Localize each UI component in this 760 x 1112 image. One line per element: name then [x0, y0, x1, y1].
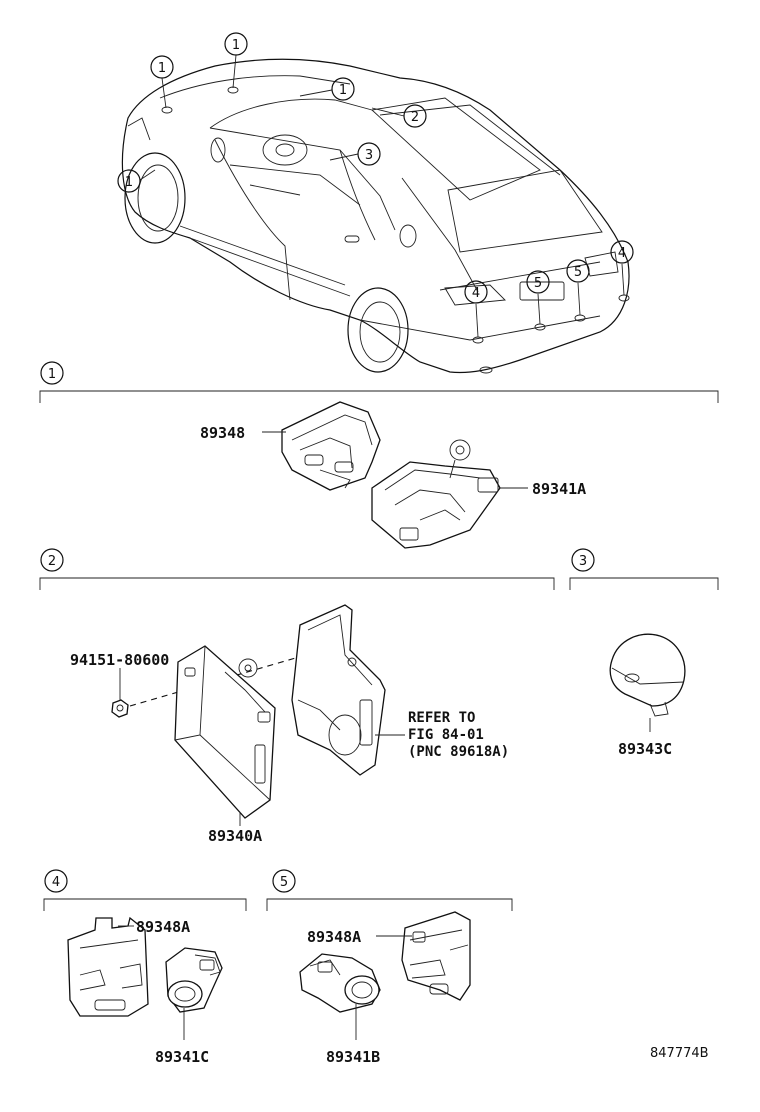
label-89348: 89348 [200, 424, 245, 442]
svg-text:REFER TO: REFER TO [408, 710, 475, 726]
part-89348A-bracket-left [67, 916, 149, 1017]
car-callout-5-right: 5 [566, 259, 590, 283]
section-5: 5 89348A 89341B [266, 869, 513, 1066]
figure-code: 847774B [650, 1046, 709, 1061]
part-mounting-bracket [291, 604, 386, 776]
refer-note: REFER TO FIG 84-01 (PNC 89618A) [408, 710, 509, 760]
label-89341B: 89341B [326, 1048, 380, 1066]
car-callout-4-right: 4 [610, 240, 634, 264]
svg-text:1: 1 [339, 83, 347, 98]
svg-text:1: 1 [232, 38, 240, 53]
car-callout-1-front-roof: 1 [150, 55, 174, 79]
svg-text:2: 2 [411, 110, 419, 125]
section-4: 4 89348A 89341C [43, 869, 247, 1066]
section-3: 3 89343C [569, 548, 719, 758]
car-callout-2: 2 [403, 104, 427, 128]
label-89348A-left: 89348A [136, 918, 190, 936]
svg-text:1: 1 [48, 367, 56, 382]
label-89348A-right: 89348A [307, 928, 361, 946]
car-callout-1-interior: 1 [331, 77, 355, 101]
car-callout-5-left: 5 [526, 270, 550, 294]
part-89348-bracket [281, 401, 381, 491]
svg-text:5: 5 [574, 265, 582, 280]
car-callout-3: 3 [357, 142, 381, 166]
car-callouts: 1 1 1 2 3 1 4 5 [117, 32, 634, 304]
svg-text:4: 4 [52, 875, 60, 890]
svg-text:1: 1 [158, 61, 166, 76]
section-1: 1 89348 89341A [39, 361, 719, 549]
svg-text:4: 4 [472, 286, 480, 301]
part-89348A-bracket-right [401, 911, 471, 1001]
label-94151-80600: 94151-80600 [70, 651, 169, 669]
section-2: 2 94151-80600 89340A [39, 548, 555, 845]
part-89340A-control-unit [174, 645, 276, 819]
svg-text:5: 5 [280, 875, 288, 890]
svg-text:5: 5 [534, 276, 542, 291]
label-89340A: 89340A [208, 827, 262, 845]
car-callout-1-front: 1 [117, 169, 141, 193]
label-89341C: 89341C [155, 1048, 209, 1066]
label-89341A: 89341A [532, 480, 586, 498]
car-callout-leaders [139, 54, 625, 338]
svg-text:2: 2 [48, 554, 56, 569]
svg-text:1: 1 [125, 175, 133, 190]
svg-text:3: 3 [579, 554, 587, 569]
part-94151-80600-bolt [111, 699, 129, 718]
part-89341C-sensor [165, 947, 223, 1013]
part-89343C-sensor [609, 633, 686, 717]
label-89343C: 89343C [618, 740, 672, 758]
car-callout-1-roof: 1 [224, 32, 248, 56]
svg-text:4: 4 [618, 246, 626, 261]
car-illustration [121, 58, 630, 374]
part-89341A-sensor [371, 439, 501, 549]
svg-text:3: 3 [365, 148, 373, 163]
car-callout-4-left: 4 [464, 280, 488, 304]
part-89341B-sensor [299, 953, 381, 1013]
svg-text:FIG 84-01: FIG 84-01 [408, 727, 484, 743]
svg-text:(PNC 89618A): (PNC 89618A) [408, 744, 509, 760]
